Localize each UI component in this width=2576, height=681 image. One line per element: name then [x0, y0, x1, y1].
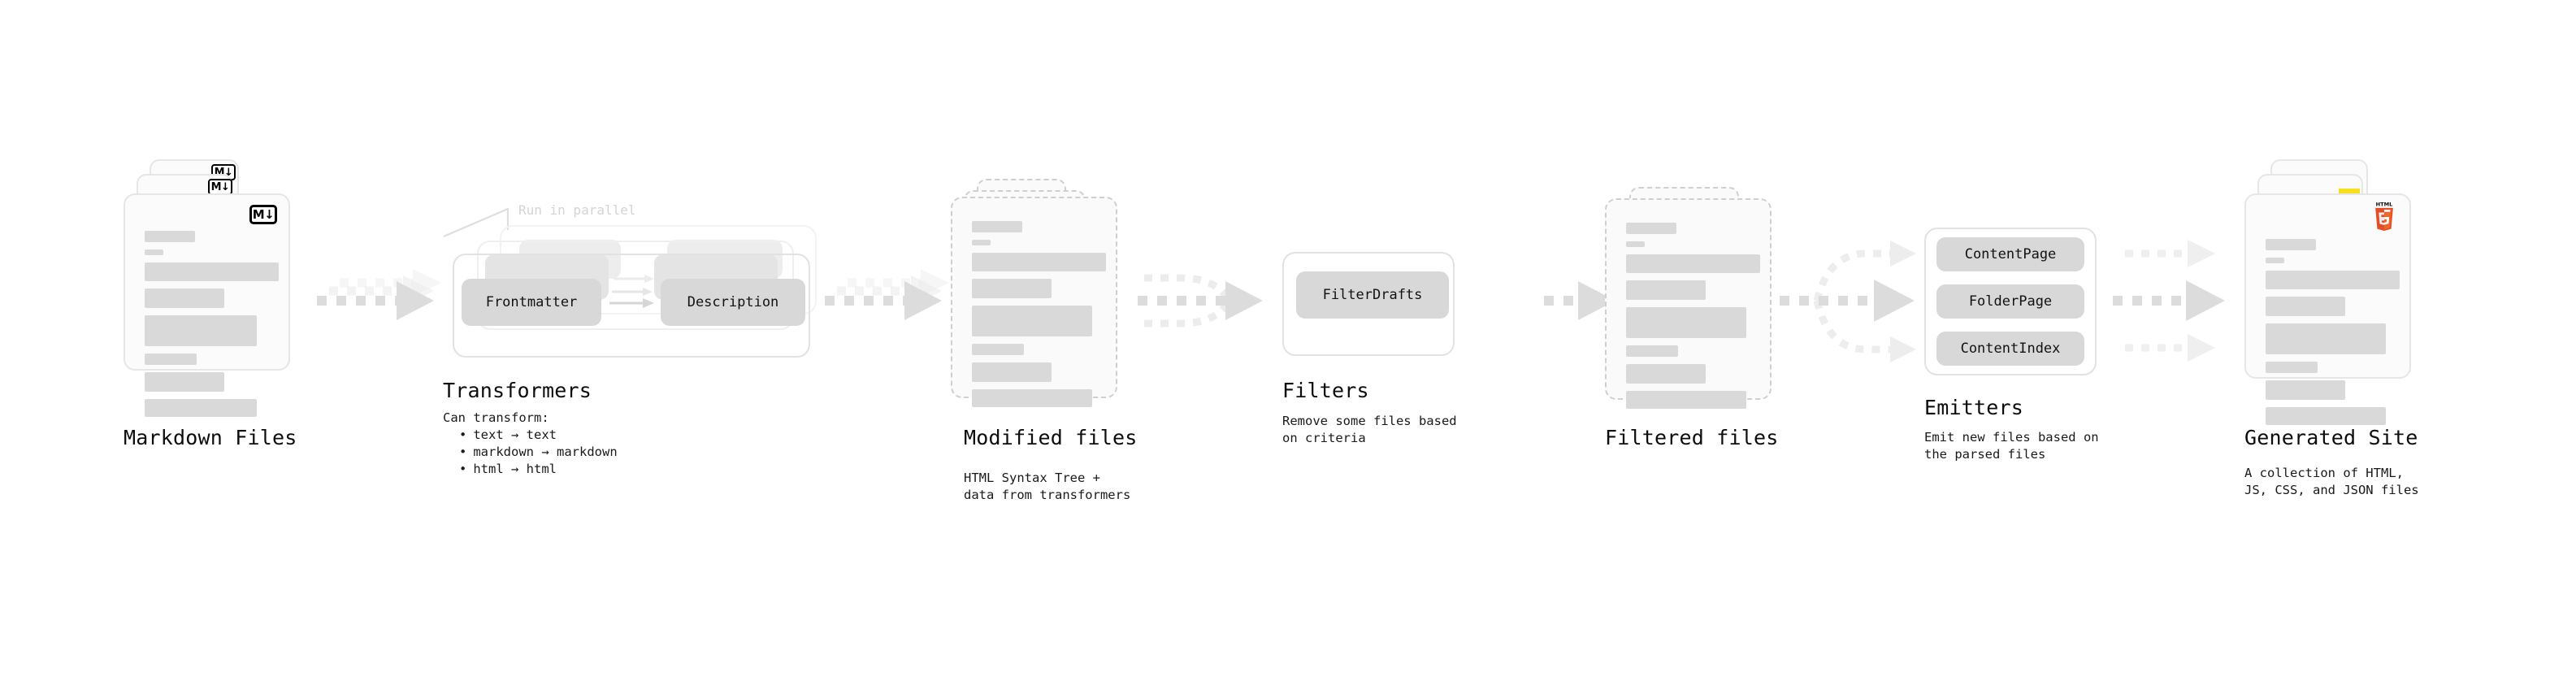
- filters-subtitle: Remove some files based on criteria: [1282, 414, 1457, 445]
- content-bar: [972, 253, 1106, 271]
- arrow-transformers-to-modified: [825, 269, 949, 320]
- content-bar: [972, 306, 1092, 336]
- emitters-panel: [1924, 228, 2097, 375]
- content-bar: [145, 231, 195, 242]
- filters-title: Filters: [1282, 379, 1369, 402]
- arrow-markdown-to-transformers: [317, 269, 441, 320]
- content-bar: [1626, 345, 1678, 357]
- content-bar: [1626, 280, 1706, 300]
- filtered-files-title: Filtered files: [1605, 426, 1779, 449]
- modified-card-front: [951, 197, 1117, 407]
- generated-card-content-bars: [2266, 239, 2400, 432]
- content-bar: [2266, 258, 2284, 263]
- markdown-card-front: M↓: [124, 193, 290, 417]
- content-bar: [972, 362, 1052, 382]
- modified-files-subtitle: HTML Syntax Tree + data from transformer…: [964, 471, 1131, 502]
- content-bar: [2266, 380, 2345, 400]
- emitters-title: Emitters: [1924, 396, 2024, 419]
- arrow-emitters-to-site: [2113, 240, 2225, 362]
- content-bar: [2266, 407, 2386, 425]
- modified-files-title: Modified files: [964, 426, 1138, 449]
- transformers-title: Transformers: [443, 379, 592, 402]
- content-bar: [145, 354, 197, 365]
- content-bar: [2266, 271, 2400, 289]
- content-bar: [145, 399, 257, 417]
- filtered-card-content-bars: [1626, 223, 1760, 416]
- transformer-chip-description[interactable]: Description: [661, 279, 805, 326]
- content-bar: [972, 389, 1092, 407]
- filters-panel: [1282, 252, 1455, 356]
- content-bar: [1626, 364, 1706, 384]
- emitter-chip-folderpage[interactable]: FolderPage: [1936, 284, 2084, 319]
- content-bar: [972, 221, 1022, 232]
- transformers-bullet-item: html → html: [459, 461, 618, 478]
- markdown-card-content-bars: [145, 231, 279, 424]
- markdown-icon: M↓: [249, 205, 277, 224]
- content-bar: [145, 315, 257, 346]
- content-bar: [1626, 254, 1760, 273]
- content-bar: [2266, 297, 2345, 316]
- content-bar: [2266, 362, 2318, 373]
- transformers-bullet-item: markdown → markdown: [459, 444, 617, 461]
- generated-card-front: HTML: [2244, 193, 2411, 425]
- parallel-leader-line: [443, 207, 510, 238]
- content-bar: [1626, 241, 1645, 247]
- generated-site-title: Generated Site: [2244, 426, 2418, 449]
- content-bar: [972, 279, 1052, 298]
- run-in-parallel-label: Run in parallel: [518, 202, 636, 218]
- content-bar: [2266, 239, 2316, 250]
- emitter-chip-contentpage[interactable]: ContentPage: [1936, 237, 2084, 271]
- generated-site-subtitle: A collection of HTML, JS, CSS, and JSON …: [2244, 466, 2419, 497]
- html5-icon: HTML: [2372, 202, 2396, 232]
- transformers-subtitle: Can transform:: [443, 410, 549, 425]
- content-bar: [145, 288, 224, 308]
- transformers-bullet-item: text → text: [459, 427, 618, 444]
- transformer-chip-frontmatter[interactable]: Frontmatter: [462, 279, 601, 326]
- content-bar: [1626, 223, 1676, 234]
- content-bar: [1626, 391, 1746, 409]
- modified-card-content-bars: [972, 221, 1106, 414]
- arrow-modified-to-filters: [1138, 274, 1263, 327]
- filtered-card-front: [1605, 198, 1772, 409]
- svg-text:HTML: HTML: [2376, 202, 2393, 208]
- content-bar: [972, 240, 991, 245]
- transformers-bullets: text → text markdown → markdown html → h…: [446, 427, 618, 478]
- emitters-subtitle: Emit new files based on the parsed files: [1924, 430, 2099, 462]
- transformers-panel: [453, 254, 810, 358]
- markdown-files-title: Markdown Files: [124, 426, 297, 449]
- content-bar: [1626, 307, 1746, 338]
- arrow-filtered-to-emitters: [1780, 241, 1916, 362]
- content-bar: [145, 249, 163, 255]
- content-bar: [972, 344, 1024, 355]
- content-bar: [145, 372, 224, 392]
- filter-chip-filterdrafts[interactable]: FilterDrafts: [1296, 271, 1449, 319]
- emitter-chip-contentindex[interactable]: ContentIndex: [1936, 332, 2084, 366]
- content-bar: [2266, 323, 2386, 354]
- content-bar: [145, 262, 279, 281]
- markdown-icon-back-1: M↓: [208, 179, 232, 195]
